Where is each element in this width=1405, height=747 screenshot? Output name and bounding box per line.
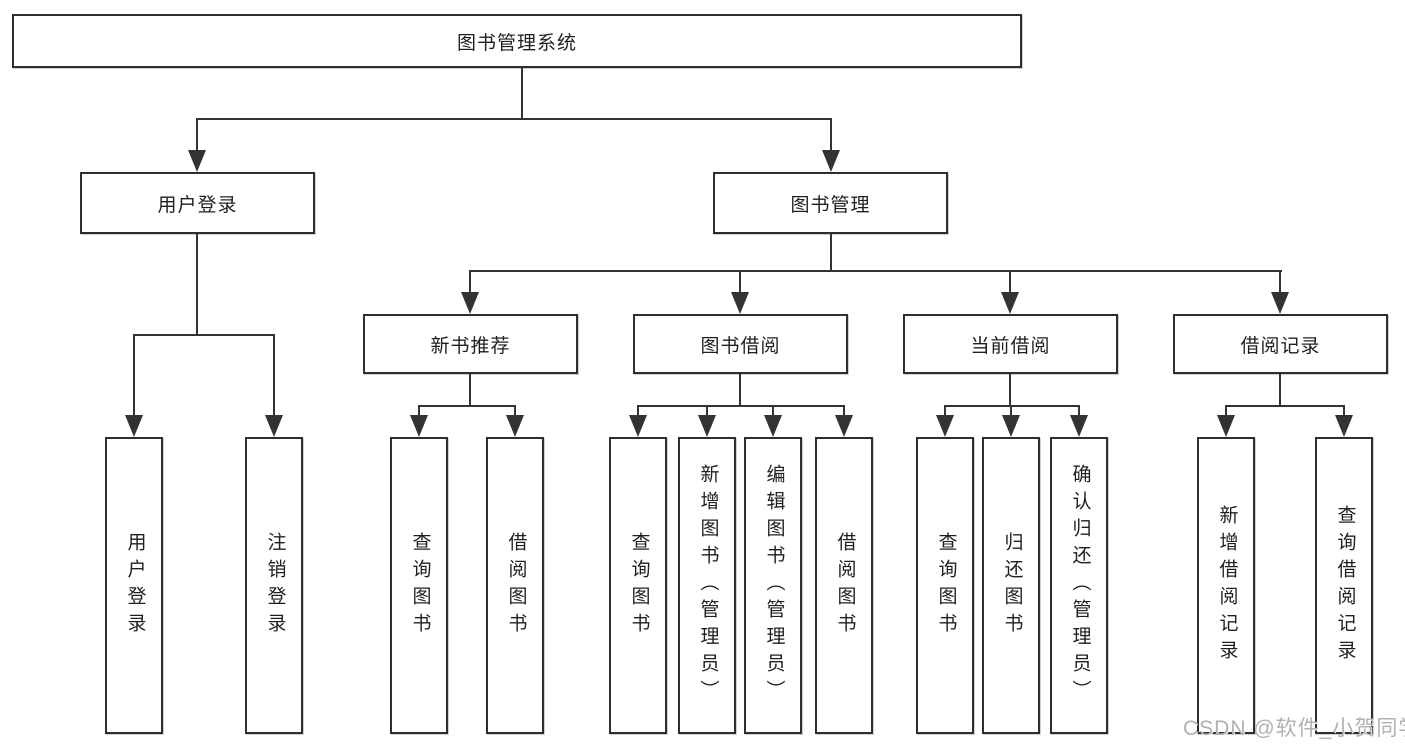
connector-line [521, 67, 523, 119]
leaf-records-add-record-label: 新增借阅记录 [1216, 504, 1238, 667]
connector-line [637, 405, 845, 407]
node-library-system-label: 图书管理系统 [456, 32, 577, 54]
leaf-newbook-borrow-books-label: 借阅图书 [505, 531, 527, 640]
connector-line [469, 270, 1282, 272]
arrow-down-icon [265, 415, 283, 437]
leaf-current-confirm-return-admin-label: 确认归还（管理员） [1069, 464, 1091, 707]
leaf-borrow-borrow-books: 借阅图书 [815, 437, 873, 734]
connector-line [1279, 270, 1281, 294]
leaf-user-login: 用户登录 [105, 437, 163, 734]
connector-line [1078, 405, 1080, 417]
connector-line [1279, 374, 1281, 407]
node-user-login-label: 用户登录 [157, 194, 238, 216]
leaf-logout-label: 注销登录 [264, 531, 286, 640]
node-book-borrowing-label: 图书借阅 [700, 335, 781, 357]
node-borrowing-records-label: 借阅记录 [1240, 335, 1321, 357]
leaf-newbook-query-books-label: 查询图书 [409, 531, 431, 640]
node-library-system: 图书管理系统 [12, 14, 1022, 68]
connector-line [739, 374, 741, 407]
connector-line [133, 334, 275, 336]
leaf-records-query-record: 查询借阅记录 [1315, 437, 1373, 734]
node-book-borrowing: 图书借阅 [633, 314, 848, 374]
connector-line [273, 334, 275, 417]
arrow-down-icon [1335, 415, 1353, 437]
connector-line [133, 334, 135, 417]
leaf-logout: 注销登录 [245, 437, 303, 734]
connector-line [418, 405, 516, 407]
leaf-newbook-query-books: 查询图书 [390, 437, 448, 734]
connector-line [196, 234, 198, 335]
leaf-records-add-record: 新增借阅记录 [1197, 437, 1255, 734]
leaf-current-confirm-return-admin: 确认归还（管理员） [1050, 437, 1108, 734]
node-new-book-recommend-label: 新书推荐 [430, 335, 511, 357]
leaf-borrow-borrow-books-label: 借阅图书 [834, 531, 856, 640]
arrow-down-icon [1070, 415, 1088, 437]
arrow-down-icon [1002, 415, 1020, 437]
node-new-book-recommend: 新书推荐 [363, 314, 578, 374]
leaf-borrow-edit-books-admin: 编辑图书（管理员） [744, 437, 802, 734]
connector-line [739, 270, 741, 294]
leaf-current-query-books-label: 查询图书 [935, 531, 957, 640]
connector-line [637, 405, 639, 417]
leaf-current-return-books: 归还图书 [982, 437, 1040, 734]
connector-line [944, 405, 946, 417]
csdn-watermark: CSDN @软件_小贺同学 [1183, 717, 1405, 740]
connector-line [830, 234, 832, 272]
arrow-down-icon [461, 292, 479, 314]
arrow-down-icon [936, 415, 954, 437]
connector-line [469, 270, 471, 294]
leaf-newbook-borrow-books: 借阅图书 [486, 437, 544, 734]
leaf-user-login-label: 用户登录 [124, 531, 146, 640]
arrow-down-icon [731, 292, 749, 314]
connector-line [1343, 405, 1345, 417]
connector-line [843, 405, 845, 417]
node-borrowing-records: 借阅记录 [1173, 314, 1388, 374]
arrow-down-icon [629, 415, 647, 437]
arrow-down-icon [1271, 292, 1289, 314]
leaf-borrow-query-books: 查询图书 [609, 437, 667, 734]
arrow-down-icon [1001, 292, 1019, 314]
arrow-down-icon [1217, 415, 1235, 437]
connector-line [1009, 374, 1011, 407]
connector-line [1009, 270, 1011, 294]
connector-line [418, 405, 420, 417]
leaf-borrow-add-books-admin: 新增图书（管理员） [678, 437, 736, 734]
leaf-borrow-edit-books-admin-label: 编辑图书（管理员） [763, 464, 785, 707]
leaf-borrow-query-books-label: 查询图书 [628, 531, 650, 640]
leaf-current-return-books-label: 归还图书 [1001, 531, 1023, 640]
node-book-management: 图书管理 [713, 172, 948, 234]
connector-line [196, 118, 198, 152]
arrow-down-icon [410, 415, 428, 437]
connector-line [1010, 405, 1012, 417]
leaf-borrow-add-books-admin-label: 新增图书（管理员） [697, 464, 719, 707]
connector-line [196, 118, 832, 120]
node-current-borrowing-label: 当前借阅 [970, 335, 1051, 357]
arrow-down-icon [698, 415, 716, 437]
leaf-records-query-record-label: 查询借阅记录 [1334, 504, 1356, 667]
connector-line [1225, 405, 1227, 417]
arrow-down-icon [822, 150, 840, 172]
node-user-login: 用户登录 [80, 172, 315, 234]
arrow-down-icon [125, 415, 143, 437]
connector-line [830, 118, 832, 152]
connector-line [706, 405, 708, 417]
connector-line [469, 374, 471, 407]
leaf-current-query-books: 查询图书 [916, 437, 974, 734]
node-current-borrowing: 当前借阅 [903, 314, 1118, 374]
arrow-down-icon [506, 415, 524, 437]
arrow-down-icon [188, 150, 206, 172]
arrow-down-icon [835, 415, 853, 437]
arrow-down-icon [764, 415, 782, 437]
node-book-management-label: 图书管理 [790, 194, 871, 216]
connector-line [514, 405, 516, 417]
connector-line [944, 405, 1080, 407]
connector-line [1225, 405, 1345, 407]
connector-line [772, 405, 774, 417]
